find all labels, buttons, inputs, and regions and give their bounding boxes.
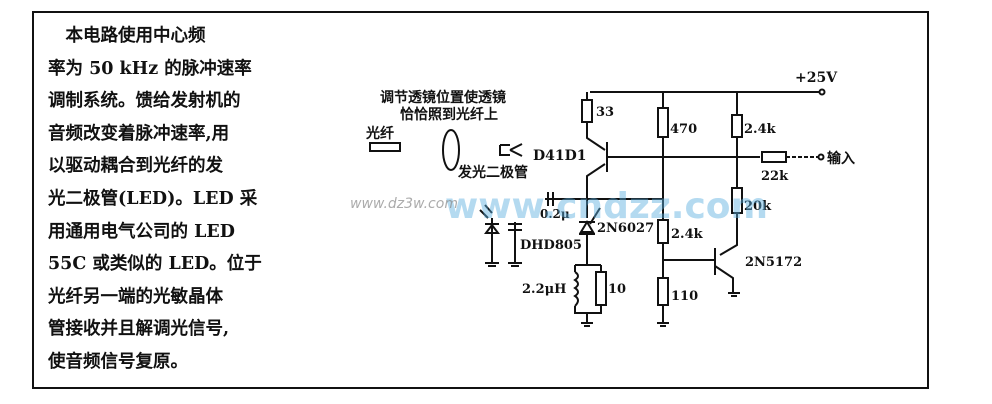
description-line: 率为 50 kHz 的脉冲速率 [48,58,252,79]
resistor-470 [657,107,669,138]
label-r2-4k-top: 2.4k [744,122,777,137]
label-r33: 33 [596,105,614,120]
label-r20k: 20k [744,199,772,214]
description-line: 本电路使用中心频 [48,26,206,46]
label-lens-note-1: 调节透镜位置使透镜 [380,89,506,106]
input-terminal [817,153,825,161]
label-lens-note-2: 恰恰照到光纤上 [400,106,498,123]
label-r470: 470 [670,122,697,137]
label-q1: D41D1 [533,148,587,164]
transistor-2n5172 [663,248,734,292]
label-diode: DHD805 [520,238,582,253]
label-inductor: 2.2μH [522,282,566,297]
transistor-d41d1 [586,142,760,218]
label-led: 发光二极管 [457,164,528,181]
resistor-2-4k-mid [657,219,669,244]
description-line: 用通用电气公司的 LED [48,221,235,242]
label-capacitor: 0.2μ [540,207,570,221]
description-text: 本电路使用中心频 率为 50 kHz 的脉冲速率 调制系统。馈给发射机的 音频改… [48,20,288,379]
description-line: 管接收并且解调光信号, [48,319,230,340]
fiber-icon [369,142,401,152]
resistor-10 [595,271,607,306]
label-r22k: 22k [761,169,789,184]
description-line: 55C 或类似的 LED。位于 [48,254,262,275]
description-line: 音频改变着脉冲速率,用 [48,123,230,144]
description-line: 以驱动耦合到光纤的发 [48,156,223,177]
resistor-22k [761,151,787,163]
watermark-small: www.dz3w.com [350,196,458,212]
description-line: 使音频信号复原。 [48,351,188,372]
diode-dhd805 [508,222,522,262]
label-input: 输入 [827,150,855,167]
led-icon [499,143,523,157]
supply-terminal [818,88,826,96]
description-line: 光纤另一端的光敏晶体 [48,286,223,307]
label-r2-4k-mid: 2.4k [671,227,704,242]
resistor-20k [731,187,743,214]
label-fiber: 光纤 [365,125,394,142]
description-line: 调制系统。馈给发射机的 [48,91,241,112]
inductor-2-2uh [573,271,579,307]
label-put: 2N6027 [597,221,654,236]
label-r110: 110 [671,289,698,304]
resistor-110 [657,277,669,306]
photodiode [479,204,500,262]
label-q2: 2N5172 [745,255,802,270]
ground-symbols [485,262,740,327]
resistor-33 [581,99,593,123]
frame-border [32,11,929,389]
label-r10: 10 [608,282,626,297]
watermark-main: www.cndzz.com [445,186,768,227]
put-2n6027 [579,207,601,265]
resistor-2-4k-top [731,114,743,138]
description-line: 光二极管(LED)。LED 采 [48,188,258,209]
lens-icon [442,129,460,171]
label-supply: +25V [795,70,838,86]
